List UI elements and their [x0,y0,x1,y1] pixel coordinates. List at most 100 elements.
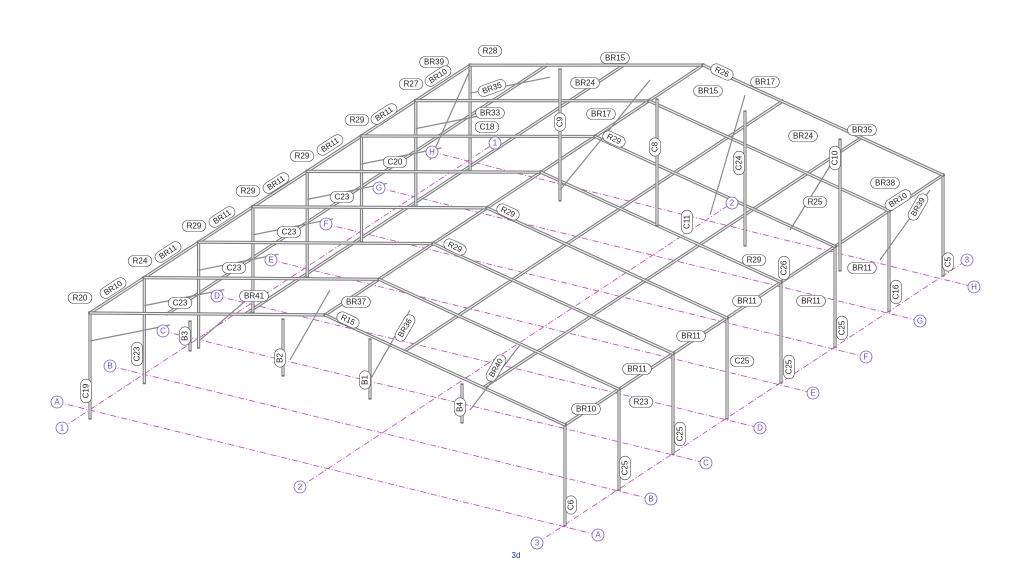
purlin [413,62,473,103]
svg-text:C18: C18 [480,123,495,132]
svg-text:1: 1 [493,139,498,148]
svg-text:R29: R29 [295,152,310,161]
beam [88,311,327,317]
grid-bubble-3: 3 [960,253,974,267]
grid-bubble-A: A [591,528,605,542]
member-label: BR11 [316,134,344,156]
svg-text:BR24: BR24 [575,79,596,88]
grid-line-B [109,365,652,500]
svg-text:G: G [376,184,382,193]
grid-bubble-E: E [264,253,278,267]
purlin [592,98,652,139]
member-label: C19 [80,378,92,404]
member-label: BR41 [239,290,269,302]
member-label: C9 [554,112,566,132]
grid-bubble-G: G [372,181,386,195]
svg-text:B1: B1 [361,375,370,385]
member-label: R29 [181,220,207,232]
member-label: B3 [179,326,191,346]
grid-lines [56,142,975,544]
svg-text:C25: C25 [676,426,685,441]
member-label: BR17 [586,108,616,120]
member-label: R28 [477,45,503,57]
member-label: R23 [628,396,654,408]
svg-text:B4: B4 [456,402,465,412]
rafter [646,98,892,213]
purlin [646,62,706,104]
grid-line-2 [299,202,733,488]
member-label: BR33 [475,107,505,119]
member-label: R29 [443,238,467,256]
purlin [563,206,623,247]
svg-text:C: C [703,459,709,468]
svg-text:E: E [268,256,273,265]
purlin [671,134,731,176]
grid-bubble-A: A [50,395,64,409]
grid-bubble-G: G [913,314,927,328]
grid-bubble-F: F [859,350,873,364]
svg-text:C23: C23 [282,228,297,237]
member-label: B1 [359,370,371,390]
steel-members [87,62,946,527]
member-label: BR37 [341,296,371,308]
member-label: R29 [235,185,261,197]
grid-bubble-C: C [156,324,170,338]
grid-bubble-D: D [210,289,224,303]
rafter [322,312,568,428]
svg-text:BR33: BR33 [480,109,501,118]
grid-bubble-3: 3 [530,536,544,550]
rafter [376,277,622,392]
svg-text:R23: R23 [634,398,649,407]
member-label: R27 [398,78,424,90]
svg-text:G: G [917,317,923,326]
svg-text:B2: B2 [276,353,285,363]
svg-text:C10: C10 [831,150,840,165]
purlin [484,169,544,211]
svg-text:R27: R27 [404,80,419,89]
member-label: C10 [829,145,841,171]
member-label: R29 [289,150,315,162]
grid-line-D [216,295,761,429]
svg-text:H: H [429,148,435,157]
svg-text:R25: R25 [808,198,823,207]
grid-bubble-H: H [967,280,981,294]
haunch [89,324,171,342]
purlin [778,244,838,285]
svg-text:C23: C23 [133,346,142,361]
member-label: C23 [276,226,302,238]
grid-bubble-B: B [644,492,658,506]
member-label: BR15 [600,52,630,64]
purlin [250,169,310,210]
svg-text:BR11: BR11 [737,297,757,306]
svg-text:F: F [324,220,329,229]
grid-line-3 [536,259,968,544]
svg-text:1: 1 [60,424,65,433]
member-label: R26 [710,63,734,81]
rafter [592,134,838,249]
member-label: BR35 [477,79,507,97]
svg-text:3: 3 [535,539,540,548]
member-label: BR11 [796,295,826,307]
svg-text:BR35: BR35 [852,126,873,135]
member-label: R24 [127,255,153,267]
svg-text:C8: C8 [651,141,660,152]
member-label: C11 [681,209,693,235]
svg-text:BR11: BR11 [627,365,647,374]
member-label: C25 [729,355,755,367]
svg-text:BR17: BR17 [755,78,776,87]
svg-text:R20: R20 [73,294,88,303]
member-label: B2 [274,348,286,368]
member-label: BR39 [419,56,449,68]
svg-text:B: B [107,362,112,371]
grid-bubble-2: 2 [293,480,307,494]
member-label: BR38 [870,177,900,189]
svg-text:C: C [160,327,166,336]
svg-text:D: D [214,292,220,301]
member-label: BR15 [693,85,723,97]
purlin [196,204,256,245]
svg-text:BR17: BR17 [591,110,612,119]
svg-text:C19: C19 [82,383,91,398]
